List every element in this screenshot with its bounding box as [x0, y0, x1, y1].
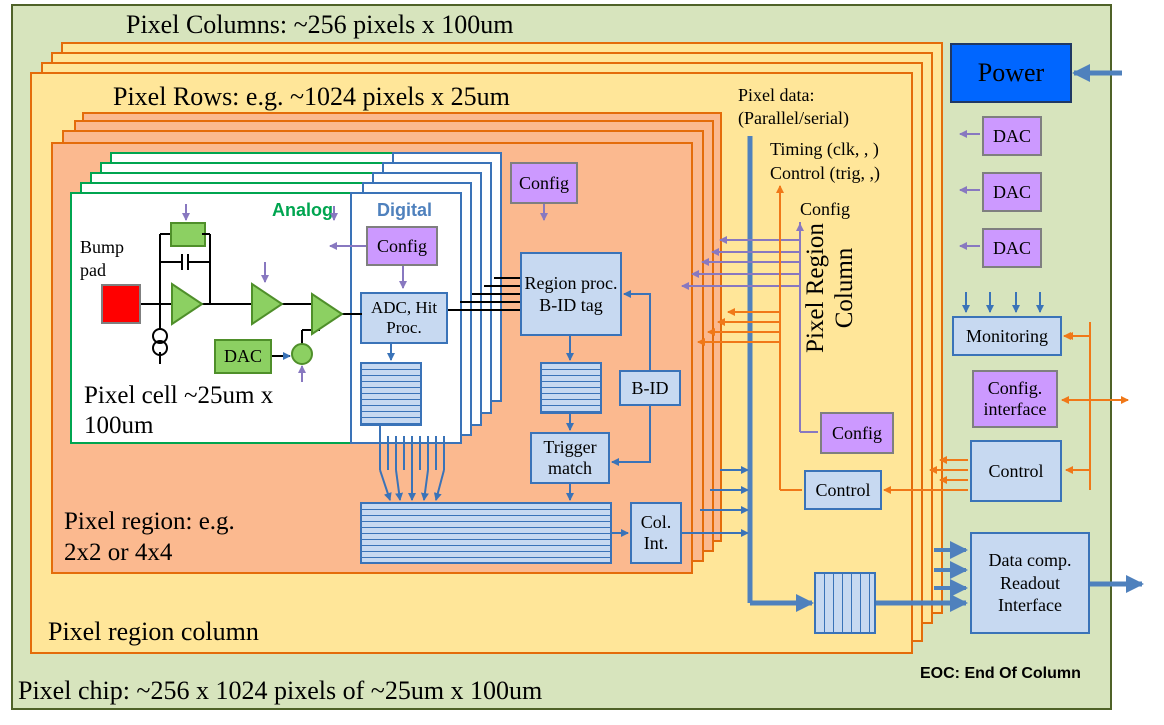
pixel-region-label: Pixel region: e.g. 2x2 or 4x4	[64, 508, 235, 567]
analog-frontend	[141, 233, 362, 364]
pixel-data-label: Pixel data: (Parallel/serial)	[738, 85, 849, 129]
control-block: Control	[970, 440, 1062, 502]
pixel-region-column-label: Pixel region column	[48, 617, 259, 646]
comparator-icon	[311, 292, 344, 336]
column-config-label: Config	[800, 199, 851, 219]
adc-hit-proc-block: ADC, Hit Proc.	[360, 292, 448, 344]
column-config-block[interactable]: Config	[820, 412, 894, 454]
pixel-data-bus	[747, 64, 1144, 612]
pixel-buffer	[360, 362, 422, 426]
pixel-chip-label: Pixel chip: ~256 x 1024 pixels of ~25um …	[18, 676, 543, 705]
preamp-icon	[171, 282, 204, 326]
eoc-buffer	[814, 572, 876, 634]
digital-flow-arrows	[379, 290, 749, 537]
analog-control-arrows	[182, 204, 548, 382]
monitoring-arrows	[962, 292, 1044, 313]
power-block: Power	[950, 43, 1072, 103]
column-config-lines	[681, 130, 980, 433]
analog-dac: DAC	[214, 339, 272, 374]
bump-pad-label: Bump pad	[80, 237, 125, 281]
current-source-icon	[152, 328, 168, 344]
bid-block: B-ID	[619, 370, 681, 406]
pixel-cell-label: Pixel cell ~25um x 100um	[84, 382, 274, 439]
dac-block-2: DAC	[982, 172, 1042, 212]
eoc-label: EOC: End Of Column	[920, 665, 1081, 682]
col-int-block: Col. Int.	[630, 502, 682, 564]
data-comp-readout-block: Data comp. Readout Interface	[970, 532, 1090, 634]
trigger-match-block: Trigger match	[530, 432, 610, 484]
analog-label: Analog	[272, 200, 333, 220]
pixel-rows-label: Pixel Rows: e.g. ~1024 pixels x 25um	[113, 82, 510, 111]
digital-bus	[448, 277, 520, 311]
dac-block-1: DAC	[982, 116, 1042, 156]
bump-pad	[101, 284, 141, 324]
dac-block-3: DAC	[982, 228, 1042, 268]
column-control-block: Control	[804, 470, 882, 510]
region-output-buffer	[360, 502, 612, 564]
summing-node-icon	[291, 343, 313, 365]
region-config-block[interactable]: Config	[510, 162, 578, 204]
monitoring-block: Monitoring	[952, 316, 1062, 356]
digital-config-block[interactable]: Config	[366, 226, 438, 266]
region-proc-block: Region proc. B-ID tag	[520, 252, 622, 336]
region-buffer	[540, 362, 602, 414]
control-trig-label: Control (trig, ,)	[770, 163, 880, 183]
shaper-icon	[251, 282, 284, 326]
control-signal-lines	[697, 185, 1129, 494]
timing-label: Timing (clk, , )	[770, 139, 879, 159]
digital-label: Digital	[377, 200, 433, 220]
pixel-columns-label: Pixel Columns: ~256 pixels x 100um	[126, 10, 514, 39]
current-source-icon-2	[152, 340, 168, 356]
config-interface-block: Config. interface	[972, 370, 1058, 428]
